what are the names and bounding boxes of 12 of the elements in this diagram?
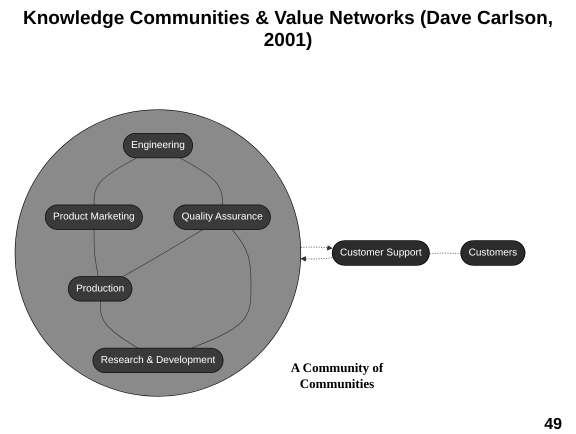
slide-title: Knowledge Communities & Value Networks (Dave Carlson, 2001) — [22, 8, 554, 52]
connector — [94, 229, 99, 278]
caption-text: A Community of Communities — [290, 360, 384, 392]
connector — [100, 301, 139, 349]
connector — [180, 158, 223, 206]
page-number: 49 — [544, 416, 562, 434]
arrow — [300, 256, 333, 262]
connector — [190, 229, 252, 349]
connector — [429, 252, 462, 254]
connector — [122, 229, 203, 278]
arrow — [300, 245, 332, 251]
connector — [94, 158, 137, 206]
